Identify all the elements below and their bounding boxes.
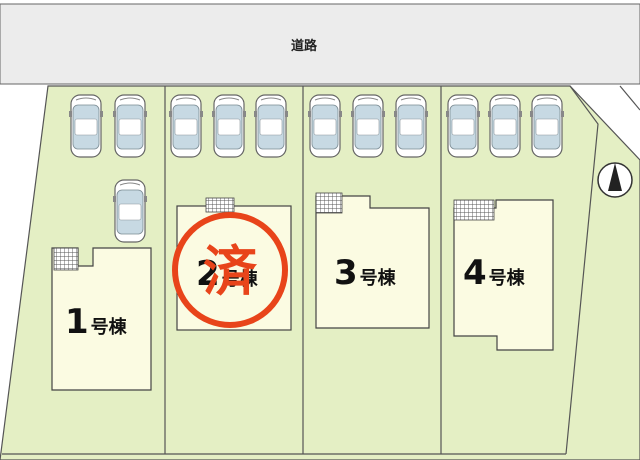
car-icon [350,94,386,158]
grid-deck-icon [53,247,79,271]
car-icon [112,179,148,243]
grid-deck-icon [453,199,495,221]
car-icon [211,94,247,158]
road [0,3,640,85]
car-icon [529,94,565,158]
sold-stamp: 済 [172,212,288,328]
car-icon [487,94,523,158]
house-4-footprint [453,199,554,351]
house-3-footprint [315,195,430,329]
grid-deck-icon [205,197,235,213]
grid-deck-icon [315,192,343,214]
car-icon [253,94,289,158]
car-icon [168,94,204,158]
north-arrow-icon [597,162,633,198]
car-icon [68,94,104,158]
road-label: 道路 [291,38,318,54]
neighbor-boundary [619,85,640,111]
car-icon [112,94,148,158]
car-icon [393,94,429,158]
lot-4-east-boundary [565,85,599,455]
car-icon [445,94,481,158]
car-icon [307,94,343,158]
sold-stamp-text: 済 [203,240,258,303]
